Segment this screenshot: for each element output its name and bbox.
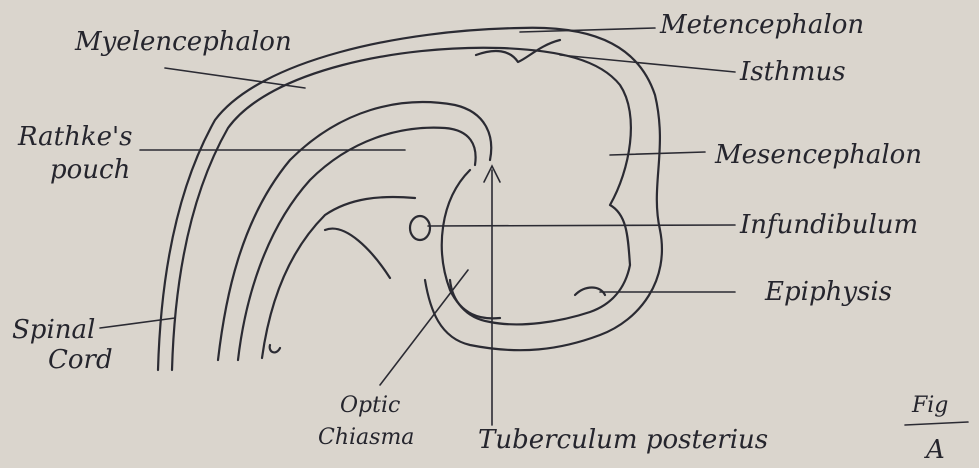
label-metencephalon: Metencephalon <box>659 10 864 40</box>
label-optic-chiasma-line1: Optic <box>340 393 400 418</box>
label-fig: Fig <box>911 393 948 418</box>
label-optic-chiasma-line2: Chiasma <box>318 425 414 450</box>
label-spinal-cord-line2: Cord <box>48 345 113 375</box>
label-infundibulum: Infundibulum <box>739 210 918 240</box>
label-rathkes-pouch-line2: pouch <box>50 155 130 185</box>
label-myelencephalon: Myelencephalon <box>74 27 292 57</box>
label-epiphysis: Epiphysis <box>764 277 892 307</box>
label-tuberculum-posterius: Tuberculum posterius <box>478 425 768 455</box>
leader-infundibulum <box>428 225 735 226</box>
label-mesencephalon: Mesencephalon <box>714 140 922 170</box>
label-spinal-cord-line1: Spinal <box>12 315 95 345</box>
label-rathkes-pouch-line1: Rathke's <box>17 122 133 152</box>
label-isthmus: Isthmus <box>739 57 846 87</box>
label-fig-letter: A <box>924 435 945 465</box>
